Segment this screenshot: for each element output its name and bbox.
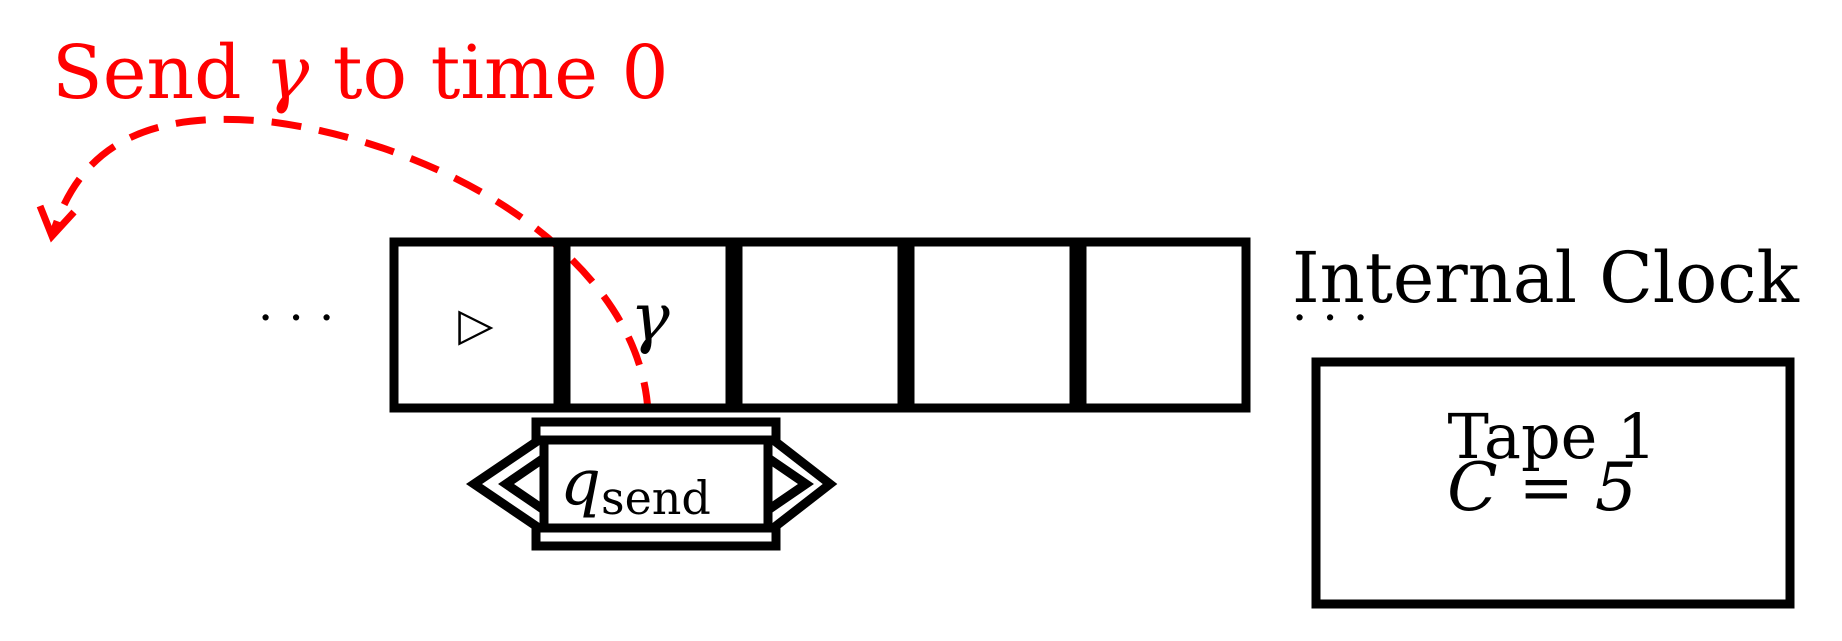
tape-cell-0-symbol: ▷ — [458, 297, 494, 351]
clock-title: Internal Clock — [1292, 237, 1800, 319]
head-state-subscript: send — [601, 471, 711, 525]
send-annotation-label: Send γ to time 0 — [52, 30, 669, 116]
tape-head: qsend — [465, 417, 838, 551]
head-state-base: q — [560, 446, 601, 520]
send-arrow-head-icon — [36, 204, 77, 243]
tape-cell-1-symbol: γ — [630, 279, 670, 356]
tape — [389, 237, 1251, 413]
send-annotation-symbol: γ — [265, 30, 310, 116]
tape-right-ellipsis: · · · — [1292, 290, 1368, 346]
tape-cell-3 — [905, 237, 1079, 413]
tape-left-ellipsis: · · · — [258, 290, 334, 346]
send-arrow-path — [50, 115, 652, 413]
clock-tape-label: Tape 1 — [1447, 400, 1656, 473]
head-state-label: qsend — [560, 446, 711, 525]
tape-cell-1 — [561, 237, 735, 413]
head-body-outline — [539, 435, 773, 533]
send-annotation-suffix: to time 0 — [309, 30, 668, 116]
tape-cell-4 — [1077, 237, 1251, 413]
head-arrow-tips-icon — [498, 454, 814, 514]
clock-box — [1311, 357, 1795, 609]
tape-cell-2 — [733, 237, 907, 413]
tape-cell-0 — [389, 237, 563, 413]
head-outer-outline — [465, 417, 838, 551]
head-inner-fill — [490, 432, 816, 536]
clock-value: C = 5 — [1447, 449, 1637, 526]
send-annotation-prefix: Send — [52, 30, 265, 116]
